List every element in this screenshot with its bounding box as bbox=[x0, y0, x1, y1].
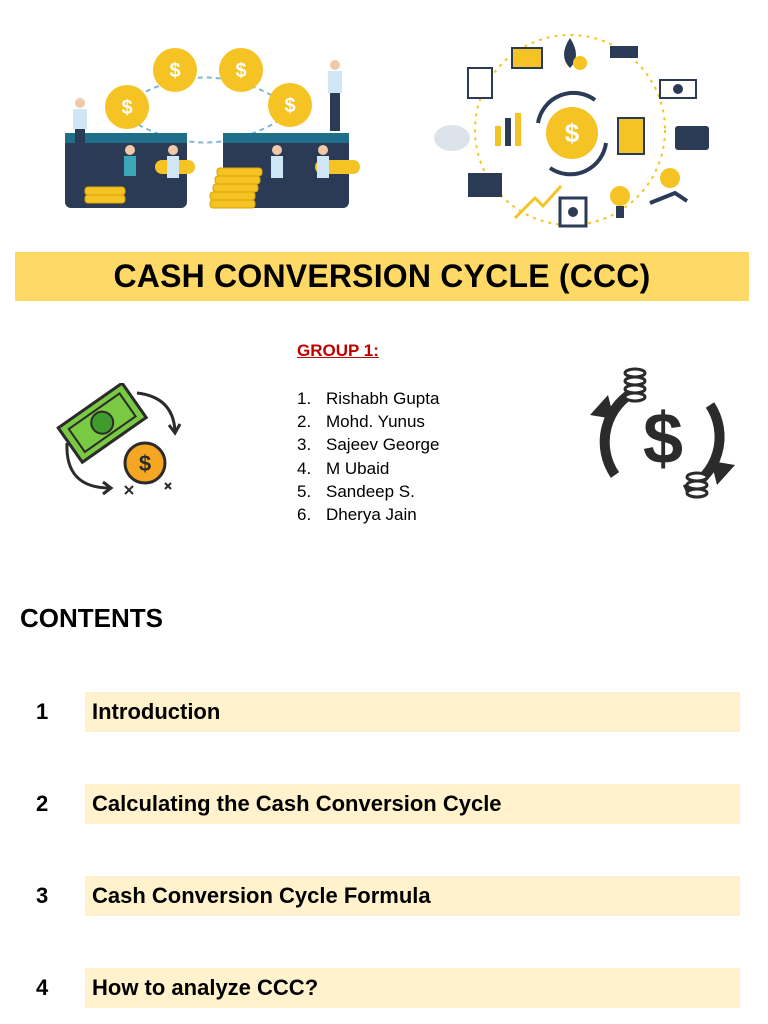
member-name: Dherya Jain bbox=[326, 505, 417, 525]
member-number: 3. bbox=[297, 435, 312, 455]
toc-label: Calculating the Cash Conversion Cycle bbox=[92, 791, 502, 816]
toc-label: How to analyze CCC? bbox=[92, 975, 319, 1000]
member-number: 6. bbox=[297, 505, 312, 525]
toc-item: 4 How to analyze CCC? bbox=[0, 968, 768, 1008]
money-exchange-icon: $ bbox=[56, 383, 182, 496]
list-item: 1. Rishabh Gupta bbox=[297, 387, 439, 410]
toc-item: 3 Cash Conversion Cycle Formula bbox=[0, 876, 768, 916]
svg-text:$: $ bbox=[284, 95, 295, 117]
toc-label: Cash Conversion Cycle Formula bbox=[92, 883, 431, 908]
member-list: 1. Rishabh Gupta 2. Mohd. Yunus 3. Sajeev G… bbox=[297, 387, 439, 526]
list-item: 4. M Ubaid bbox=[297, 457, 439, 480]
svg-text:$: $ bbox=[643, 399, 683, 479]
toc-number: 3 bbox=[36, 883, 49, 908]
toc-bar: Cash Conversion Cycle Formula bbox=[85, 876, 740, 916]
list-item: 2. Mohd. Yunus bbox=[297, 410, 439, 433]
toc-label: Introduction bbox=[92, 699, 221, 724]
member-number: 2. bbox=[297, 412, 312, 432]
member-name: Sajeev George bbox=[326, 435, 440, 455]
svg-text:$: $ bbox=[121, 97, 132, 119]
toc-number: 2 bbox=[36, 791, 49, 816]
dollar-cycle-icon: $ bbox=[590, 367, 735, 499]
toc-number: 1 bbox=[36, 699, 49, 724]
member-number: 5. bbox=[297, 481, 312, 501]
contents-heading: CONTENTS bbox=[20, 603, 163, 633]
svg-text:$: $ bbox=[139, 451, 151, 476]
svg-text:$: $ bbox=[235, 60, 246, 82]
toc-bar: How to analyze CCC? bbox=[85, 968, 740, 1008]
toc-bar: Calculating the Cash Conversion Cycle bbox=[85, 784, 740, 824]
member-number: 4. bbox=[297, 458, 312, 478]
member-name: Sandeep S. bbox=[326, 481, 415, 501]
list-item: 6. Dherya Jain bbox=[297, 503, 439, 526]
toc-item: 2 Calculating the Cash Conversion Cycle bbox=[0, 784, 768, 824]
list-item: 5. Sandeep S. bbox=[297, 480, 439, 503]
title-banner: CASH CONVERSION CYCLE (CCC) bbox=[15, 252, 749, 301]
member-number: 1. bbox=[297, 389, 312, 408]
money-transfer-illustration: $ $ $ $ bbox=[65, 48, 360, 209]
toc-item: 1 Introduction bbox=[0, 692, 768, 732]
svg-text:$: $ bbox=[565, 118, 580, 148]
finance-icons-circle-illustration: $ bbox=[434, 34, 709, 228]
page-title: CASH CONVERSION CYCLE (CCC) bbox=[113, 258, 651, 294]
group-heading: GROUP 1: bbox=[297, 341, 379, 360]
toc-bar: Introduction bbox=[85, 692, 740, 732]
svg-text:$: $ bbox=[169, 60, 180, 82]
member-name: M Ubaid bbox=[326, 458, 390, 478]
member-name: Mohd. Yunus bbox=[326, 412, 425, 432]
member-name: Rishabh Gupta bbox=[326, 389, 440, 408]
list-item: 3. Sajeev George bbox=[297, 433, 439, 456]
toc-number: 4 bbox=[36, 975, 49, 1000]
